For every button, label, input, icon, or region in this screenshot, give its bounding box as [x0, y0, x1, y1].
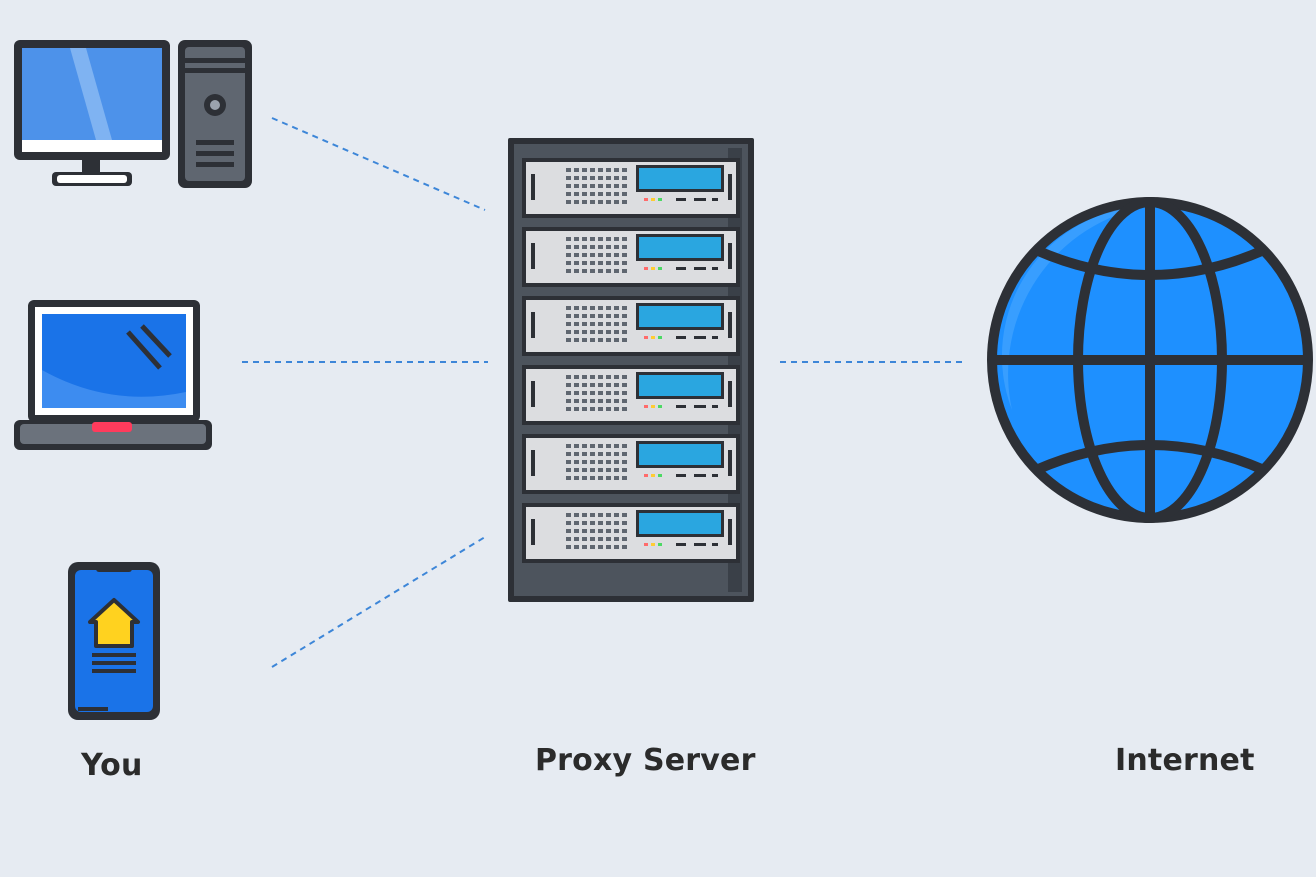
globe-icon	[987, 197, 1313, 523]
server-unit	[522, 158, 740, 218]
connector-desktop-to-proxy	[271, 117, 486, 211]
laptop-icon	[14, 300, 212, 450]
internet-label: Internet	[1115, 743, 1255, 778]
server-unit	[522, 227, 740, 287]
connectors	[242, 117, 965, 668]
server-unit	[522, 434, 740, 494]
proxy-server-label: Proxy Server	[535, 743, 756, 778]
server-units	[522, 158, 740, 563]
you-label: You	[81, 748, 143, 783]
desktop-computer-icon	[14, 40, 252, 188]
server-rack-icon	[508, 138, 754, 602]
server-unit	[522, 365, 740, 425]
smartphone-icon	[68, 562, 160, 720]
server-unit	[522, 296, 740, 356]
server-unit	[522, 503, 740, 563]
home-icon	[88, 598, 140, 648]
connector-phone-to-proxy	[271, 536, 486, 668]
